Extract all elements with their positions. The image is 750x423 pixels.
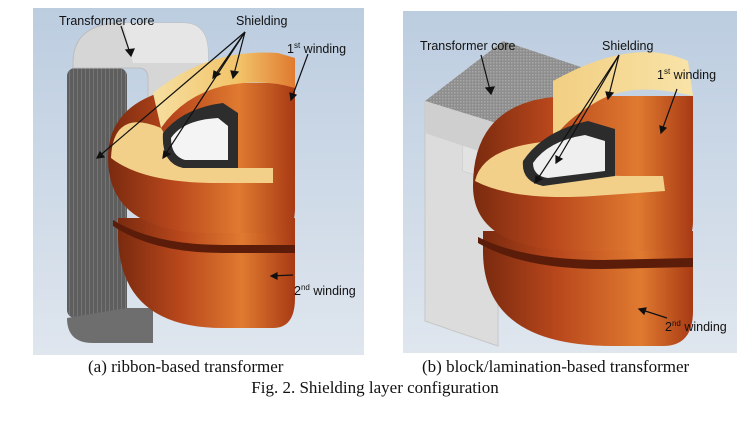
first-winding-suffix: st [293, 40, 301, 50]
second-winding-suffix: nd [671, 318, 681, 328]
label-first-winding: 1st winding [657, 66, 717, 82]
first-winding-suffix: st [663, 66, 671, 76]
second-winding-suffix: nd [300, 282, 310, 292]
first-winding-text: winding [670, 68, 717, 82]
second-winding-number: 2 [294, 284, 301, 298]
label-first-winding: 1st winding [287, 40, 347, 56]
panel-ribbon-transformer: Transformer core Shielding 1st winding 2… [33, 8, 364, 355]
label-shielding: Shielding [236, 14, 288, 28]
label-transformer-core: Transformer core [59, 14, 155, 28]
second-winding-text: winding [680, 320, 727, 334]
ribbon-transformer-illustration [33, 8, 364, 355]
first-winding-text: winding [300, 42, 347, 56]
label-transformer-core: Transformer core [420, 39, 516, 53]
figure-caption: Fig. 2. Shielding layer configuration [251, 378, 499, 397]
caption-panel-a: (a) ribbon-based transformer [88, 357, 284, 376]
label-second-winding: 2nd winding [294, 282, 356, 298]
caption-panel-b: (b) block/lamination-based transformer [422, 357, 690, 376]
second-winding-text: winding [309, 284, 356, 298]
block-transformer-illustration [403, 11, 737, 353]
second-winding-number: 2 [665, 320, 672, 334]
first-winding-number: 1 [657, 68, 664, 82]
label-second-winding: 2nd winding [665, 318, 727, 334]
first-winding-number: 1 [287, 42, 294, 56]
label-shielding: Shielding [602, 39, 654, 53]
panel-block-transformer: Transformer core Shielding 1st winding 2… [403, 11, 737, 353]
